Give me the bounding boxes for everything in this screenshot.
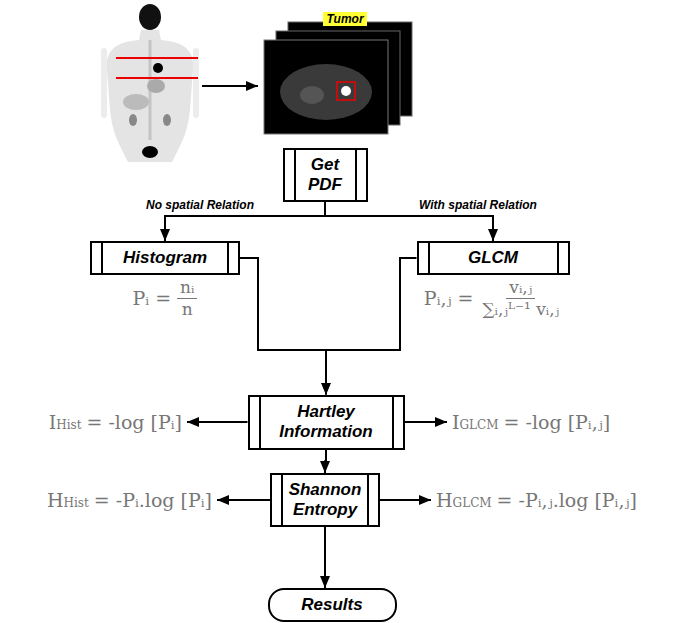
output-arrow <box>187 421 248 423</box>
subscript: Hist <box>64 496 89 510</box>
flow-connector <box>326 258 417 395</box>
denominator: ∑ᵢ,ⱼᴸ⁻¹ vᵢ,ⱼ <box>479 299 562 319</box>
node-text: GLCM <box>468 248 518 268</box>
process-box: Shannon Entropy <box>270 473 380 527</box>
formula-text: = -log [Pᵢ,ⱼ] <box>504 411 611 434</box>
slice-boundary <box>116 57 198 59</box>
branch-label: With spatial Relation <box>417 198 539 212</box>
kidney-uptake <box>163 114 171 126</box>
branch-label: No spatial Relation <box>144 198 256 212</box>
formula-text: Tumor <box>323 12 366 26</box>
tumor-spot <box>153 63 163 73</box>
subscript: GLCM <box>453 496 492 510</box>
fraction: nᵢn <box>177 277 197 319</box>
output-arrow <box>380 499 431 501</box>
formula: HGLCM = -Pᵢ,ⱼ.log [Pᵢ,ⱼ] <box>436 489 637 512</box>
node-text: Get PDF <box>301 155 350 195</box>
body-section <box>280 64 372 120</box>
subscript: Hist <box>56 418 81 432</box>
fraction: vᵢ,ⱼ∑ᵢ,ⱼᴸ⁻¹ vᵢ,ⱼ <box>479 277 562 319</box>
node-text: Shannon Entropy <box>288 480 362 520</box>
process-box: Hartley Information <box>248 395 405 450</box>
formula-text: Pᵢ = <box>133 287 172 310</box>
slice <box>264 40 388 134</box>
formula: Pᵢ =nᵢn <box>133 277 198 319</box>
flow-arrow <box>202 85 258 87</box>
node-text: Hartley Information <box>266 402 387 442</box>
slice-boundary <box>116 77 198 79</box>
slice-stack <box>264 22 412 134</box>
numerator: nᵢ <box>177 277 197 298</box>
body-silhouette <box>107 30 193 162</box>
pet-mip-image <box>101 4 199 162</box>
formula-text: I <box>452 411 460 434</box>
formula: IGLCM = -log [Pᵢ,ⱼ] <box>452 411 610 434</box>
tumor-hotspot <box>341 86 351 96</box>
flow-connector <box>240 258 326 395</box>
formula-text: = -Pᵢ,ⱼ.log [Pᵢ,ⱼ] <box>497 489 637 512</box>
formula-text: H <box>47 489 64 512</box>
kidney-uptake <box>129 114 137 126</box>
denominator: n <box>179 299 196 319</box>
node-text: Histogram <box>123 248 207 268</box>
process-box: Get PDF <box>283 148 368 202</box>
process-box: GLCM <box>417 241 570 275</box>
liver-uptake <box>123 94 149 110</box>
flow-connector <box>324 527 326 588</box>
output-arrow <box>217 499 270 501</box>
process-box: Histogram <box>90 241 240 275</box>
formula-text: Pᵢ,ⱼ = <box>424 287 474 310</box>
organ-section <box>300 86 324 104</box>
formula-text: I <box>49 411 57 434</box>
arm <box>101 48 107 118</box>
brain-uptake <box>139 4 161 30</box>
formula-text: H <box>436 489 453 512</box>
heart-uptake <box>147 79 165 93</box>
terminal-box: Results <box>268 588 397 622</box>
formula: Pᵢ,ⱼ =vᵢ,ⱼ∑ᵢ,ⱼᴸ⁻¹ vᵢ,ⱼ <box>424 277 562 319</box>
formula-text: = -log [Pᵢ] <box>86 411 182 434</box>
formula-text: = -Pᵢ.log [Pᵢ] <box>94 489 212 512</box>
tumor-label: Tumor <box>323 9 366 27</box>
bladder-uptake <box>142 146 158 158</box>
subscript: GLCM <box>460 418 499 432</box>
node-text: Results <box>301 595 362 615</box>
formula: IHist = -log [Pᵢ] <box>49 411 182 434</box>
numerator: vᵢ,ⱼ <box>506 277 535 298</box>
flow-connector <box>325 450 326 474</box>
tumor-roi <box>337 82 355 100</box>
formula: HHist = -Pᵢ.log [Pᵢ] <box>47 489 212 512</box>
output-arrow <box>405 421 448 423</box>
